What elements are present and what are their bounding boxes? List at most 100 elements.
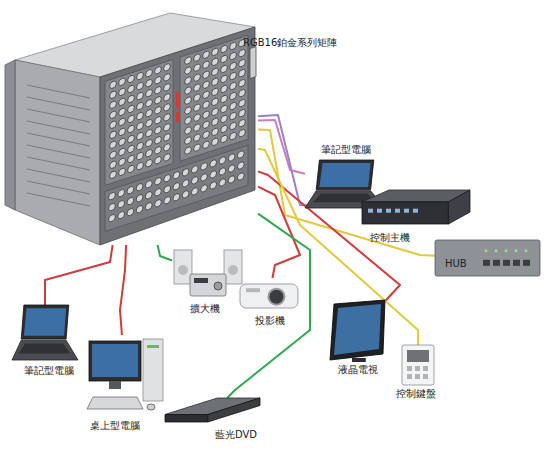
bnc-connector [210, 181, 217, 190]
bnc-connector [128, 125, 135, 134]
bnc-connector [146, 149, 153, 158]
bnc-connector [146, 79, 153, 88]
bnc-connector [212, 77, 219, 86]
bnc-connector [221, 105, 228, 114]
unit-side [448, 190, 470, 224]
keypad-button [415, 374, 420, 379]
bnc-connector [136, 194, 143, 203]
bnc-connector [137, 122, 144, 131]
device-label: 藍光DVD [215, 429, 257, 441]
bnc-connector [146, 99, 153, 108]
rack-back-panel [100, 27, 255, 245]
tv-stand [352, 358, 366, 362]
bnc-connector [238, 150, 245, 159]
bnc-connector [203, 60, 210, 69]
bnc-connector [164, 73, 171, 82]
bnc-connector [192, 165, 199, 174]
speaker-cone [228, 265, 238, 275]
bnc-connector [146, 159, 153, 168]
bnc-connector [146, 119, 153, 128]
device-illustration [402, 345, 434, 385]
vent-slot [27, 193, 90, 206]
bnc-connector [119, 78, 126, 87]
projector-lens [268, 289, 284, 305]
bnc-connector [221, 65, 228, 74]
bnc-connector [221, 45, 228, 54]
bnc-connector [212, 87, 219, 96]
bnc-connector [239, 109, 246, 118]
device-illustration [172, 248, 244, 300]
bnc-connector [221, 125, 228, 134]
vent-slot [27, 133, 90, 146]
bnc-connector [137, 72, 144, 81]
bnc-connector [185, 66, 192, 75]
bnc-connector [155, 66, 162, 75]
bnc-connector [221, 135, 228, 144]
bnc-connector [201, 162, 208, 171]
keypad-panel [402, 345, 434, 385]
matrix-switcher: RGB16鉑金系列矩陣 [5, 5, 258, 245]
bnc-connector [155, 136, 162, 145]
device-illustration [330, 300, 385, 362]
bnc-connector [127, 208, 134, 217]
device-label: 液晶電視 [338, 364, 378, 376]
hub-port [513, 260, 520, 266]
bnc-connector [173, 193, 180, 202]
bnc-connector [119, 108, 126, 117]
bnc-connector [194, 143, 201, 152]
bnc-connector [228, 153, 235, 162]
vent-slot [27, 169, 90, 182]
speaker [174, 250, 192, 284]
bnc-connector [128, 145, 135, 154]
bnc-connector [221, 85, 228, 94]
bnc-panel [180, 35, 248, 161]
bnc-connector [203, 110, 210, 119]
signal-cable [258, 187, 300, 278]
hub-port [493, 260, 500, 266]
bnc-connector [219, 178, 226, 187]
unit-front [362, 202, 448, 224]
bnc-connector [109, 214, 116, 223]
bnc-connector [185, 146, 192, 155]
keypad-button [423, 374, 428, 379]
monitor-stand [109, 381, 121, 389]
bnc-connector [118, 200, 125, 209]
bnc-connector [203, 100, 210, 109]
bnc-connector [182, 179, 189, 188]
bnc-connector [109, 203, 116, 212]
bnc-connector [201, 184, 208, 193]
device-node: 投影機 [238, 278, 300, 312]
bnc-connector [185, 96, 192, 105]
bnc-connector [128, 165, 135, 174]
bnc-connector [128, 115, 135, 124]
bnc-connector [230, 102, 237, 111]
bnc-connector [110, 130, 117, 139]
pc-tower [143, 339, 163, 401]
device-label: 筆記型電腦 [321, 144, 371, 156]
bnc-connector [119, 168, 126, 177]
vent-slot [27, 145, 90, 158]
amplifier-unit [190, 274, 226, 296]
bnc-connector [194, 53, 201, 62]
projector-body [240, 284, 298, 308]
device-illustration [85, 335, 165, 415]
bnc-connector [239, 79, 246, 88]
pc-led [147, 345, 159, 348]
tv-screen [334, 304, 381, 355]
bnc-connector [221, 75, 228, 84]
bnc-connector [110, 140, 117, 149]
bnc-connector [185, 106, 192, 115]
bnc-connector [182, 190, 189, 199]
bnc-connector [128, 95, 135, 104]
signal-cable [227, 214, 310, 398]
bnc-connector [219, 167, 226, 176]
bnc-connector [155, 177, 162, 186]
device-title: RGB16鉑金系列矩陣 [243, 37, 337, 49]
bnc-connector [194, 93, 201, 102]
vent-slot [27, 121, 90, 134]
status-light [176, 111, 180, 122]
bnc-connector [164, 185, 171, 194]
unit-port [413, 209, 418, 213]
tv-bezel [330, 300, 385, 360]
bnc-connector [185, 136, 192, 145]
